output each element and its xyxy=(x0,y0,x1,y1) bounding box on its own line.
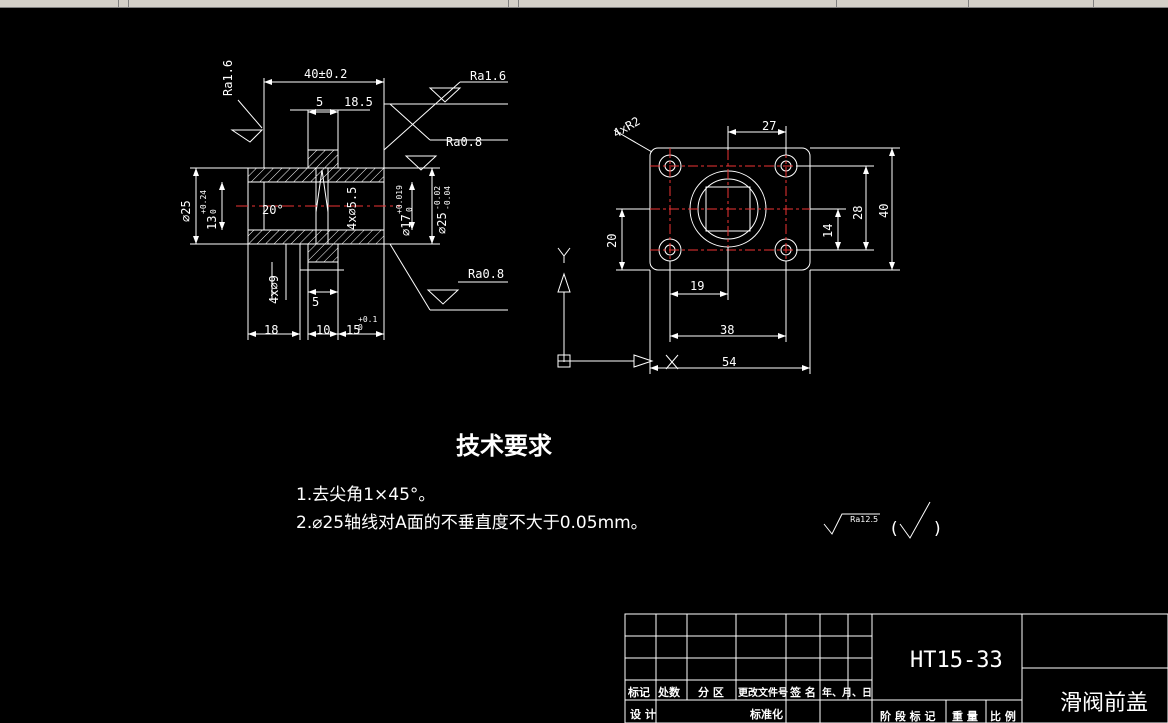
title-block-labels: 标记 处数 分 区 更改文件号 签 名 年、月、日 设 计 标准化 阶 段 标 … xyxy=(627,648,1148,723)
scale: 比 例 xyxy=(990,709,1016,723)
drawing-canvas[interactable]: 40±0.2 5 18.5 20° 5 18 10 15 +0.1 0 Ra1.… xyxy=(0,8,1168,723)
dim-5-top: 5 xyxy=(316,95,323,109)
col-zone: 分 区 xyxy=(698,685,724,699)
ra-bottom: Ra0.8 xyxy=(468,267,504,281)
row-standard: 标准化 xyxy=(749,707,783,721)
ra-left: Ra1.6 xyxy=(221,60,235,96)
dim-5-bottom: 5 xyxy=(312,295,319,309)
dim-width: 40±0.2 xyxy=(304,67,347,81)
col-date: 年、月、日 xyxy=(822,686,872,699)
material: HT15-33 xyxy=(910,648,1003,673)
dim-15: 15 xyxy=(346,323,360,337)
toolbar-segment[interactable] xyxy=(118,0,129,7)
dim-13-lower: 0 xyxy=(209,209,218,214)
weight: 重 量 xyxy=(952,709,978,723)
angle-20: 20° xyxy=(262,203,284,217)
toolbar-segment[interactable] xyxy=(508,0,519,7)
roughness-mark: Ra12.5 xyxy=(850,515,878,524)
technical-notes: 技术要求 1.去尖角1×45°。 2.⌀25轴线对A面的不垂直度不大于0.05m… xyxy=(296,432,941,539)
dim-4xr2: 4xR2 xyxy=(611,114,643,141)
notes-line1: 1.去尖角1×45°。 xyxy=(296,485,435,505)
col-sign: 签 名 xyxy=(789,685,816,699)
dim-phi17-tol-lower: 0 xyxy=(405,207,414,212)
dim-13: 13 xyxy=(205,216,219,230)
dim-15-tol-upper: +0.1 xyxy=(358,315,377,324)
stage-mark: 阶 段 标 记 xyxy=(880,709,936,723)
dim-phi17: ⌀17 xyxy=(399,214,413,236)
dim-27: 27 xyxy=(762,119,776,133)
dim-19: 19 xyxy=(690,279,704,293)
dim-13-upper: +0.24 xyxy=(199,190,208,214)
dim-54: 54 xyxy=(722,355,736,369)
dim-18: 18 xyxy=(264,323,278,337)
dim-phi17-tol: +0.019 xyxy=(395,185,404,214)
dim-15-tol-lower: 0 xyxy=(358,323,363,332)
roughness-symbol xyxy=(823,501,931,539)
dim-phi25: ⌀25 xyxy=(179,200,193,222)
dim-20: 20 xyxy=(605,234,619,248)
dim-phi25-tol-upper: -0.02 xyxy=(433,186,442,210)
dim-38: 38 xyxy=(720,323,734,337)
toolbar-segment[interactable] xyxy=(0,0,119,7)
notes-line2: 2.⌀25轴线对A面的不垂直度不大于0.05mm。 xyxy=(296,513,648,533)
part-name: 滑阀前盖 xyxy=(1060,691,1148,716)
roughness-paren-open: ( xyxy=(891,519,898,539)
dim-4x-phi9: 4x⌀9 xyxy=(267,275,281,304)
toolbar-segment[interactable] xyxy=(836,0,969,7)
col-count: 处数 xyxy=(657,685,681,699)
front-section-view[interactable] xyxy=(190,78,508,340)
ucs-icon xyxy=(557,247,679,370)
dim-4x-phi5-5: 4x⌀5.5 xyxy=(345,187,359,230)
ra-top-right: Ra1.6 xyxy=(470,69,506,83)
front-view-labels: 40±0.2 5 18.5 20° 5 18 10 15 +0.1 0 Ra1.… xyxy=(179,60,506,337)
col-docno: 更改文件号 xyxy=(738,686,788,699)
roughness-paren-close: ) xyxy=(934,519,941,539)
dim-10: 10 xyxy=(316,323,330,337)
toolbar-segment[interactable] xyxy=(128,0,509,7)
dim-phi25-tol-lower: -0.04 xyxy=(443,186,452,210)
toolbar-segment[interactable] xyxy=(968,0,1094,7)
row-design: 设 计 xyxy=(630,707,656,721)
dim-14: 14 xyxy=(821,224,835,238)
cad-toolbar-strip xyxy=(0,0,1168,8)
dim-18-5: 18.5 xyxy=(344,95,373,109)
top-view[interactable] xyxy=(613,126,900,374)
dim-40: 40 xyxy=(877,204,891,218)
notes-heading: 技术要求 xyxy=(456,432,552,460)
ra-mid: Ra0.8 xyxy=(446,135,482,149)
title-block[interactable] xyxy=(624,613,1168,723)
dim-28: 28 xyxy=(851,206,865,220)
col-mark: 标记 xyxy=(627,685,650,699)
dim-phi25-tol: ⌀25 xyxy=(435,212,449,234)
toolbar-segment[interactable] xyxy=(518,0,837,7)
